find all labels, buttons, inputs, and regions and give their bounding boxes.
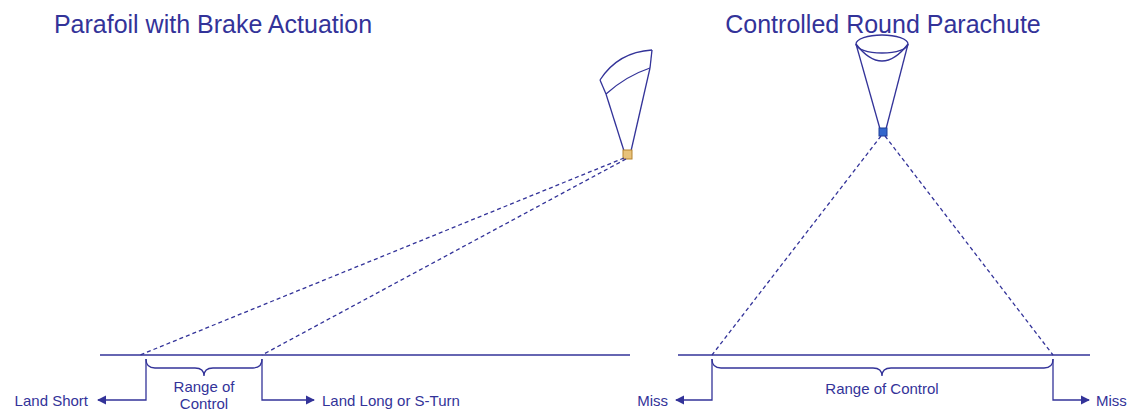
miss-arrow [676, 359, 712, 400]
drift-limits [712, 136, 1053, 355]
parafoil [600, 50, 652, 151]
parafoil-canopy-top [600, 50, 652, 80]
suspension-line [856, 44, 880, 129]
canopy-body [856, 44, 908, 61]
land-short-arrow [98, 359, 146, 400]
outcome-label: Miss [637, 392, 668, 409]
round-payload [879, 128, 887, 136]
range-label: Range of Control [825, 380, 938, 397]
suspension-line [886, 44, 908, 129]
ground-line [100, 354, 630, 356]
parafoil-payload [623, 150, 632, 159]
outcome-label: Land Short [15, 392, 88, 409]
ground-line [678, 354, 1090, 356]
panel-heading: Parafoil with Brake Actuation [54, 10, 372, 39]
land-long-arrow [262, 359, 314, 400]
round-parachute [856, 35, 908, 129]
parafoil-canopy-side [650, 50, 652, 68]
panel-heading: Controlled Round Parachute [725, 10, 1040, 39]
range-bracket [146, 359, 262, 376]
miss-arrow [1053, 359, 1089, 400]
dashed-line [140, 158, 624, 355]
dashed-line [262, 159, 626, 355]
range-bracket [712, 359, 1053, 376]
parafoil-canopy-side [600, 80, 606, 94]
canopy-rim [856, 35, 908, 53]
suspension-line [631, 68, 650, 151]
range-label: Range of Control [164, 378, 244, 413]
glide-limits [140, 158, 626, 355]
suspension-line [606, 94, 624, 151]
parafoil-canopy-bottom [606, 68, 650, 94]
outcome-label: Land Long or S-Turn [322, 392, 460, 409]
dashed-line [885, 136, 1053, 355]
outcome-label: Miss [1096, 392, 1127, 409]
dashed-line [712, 136, 881, 355]
